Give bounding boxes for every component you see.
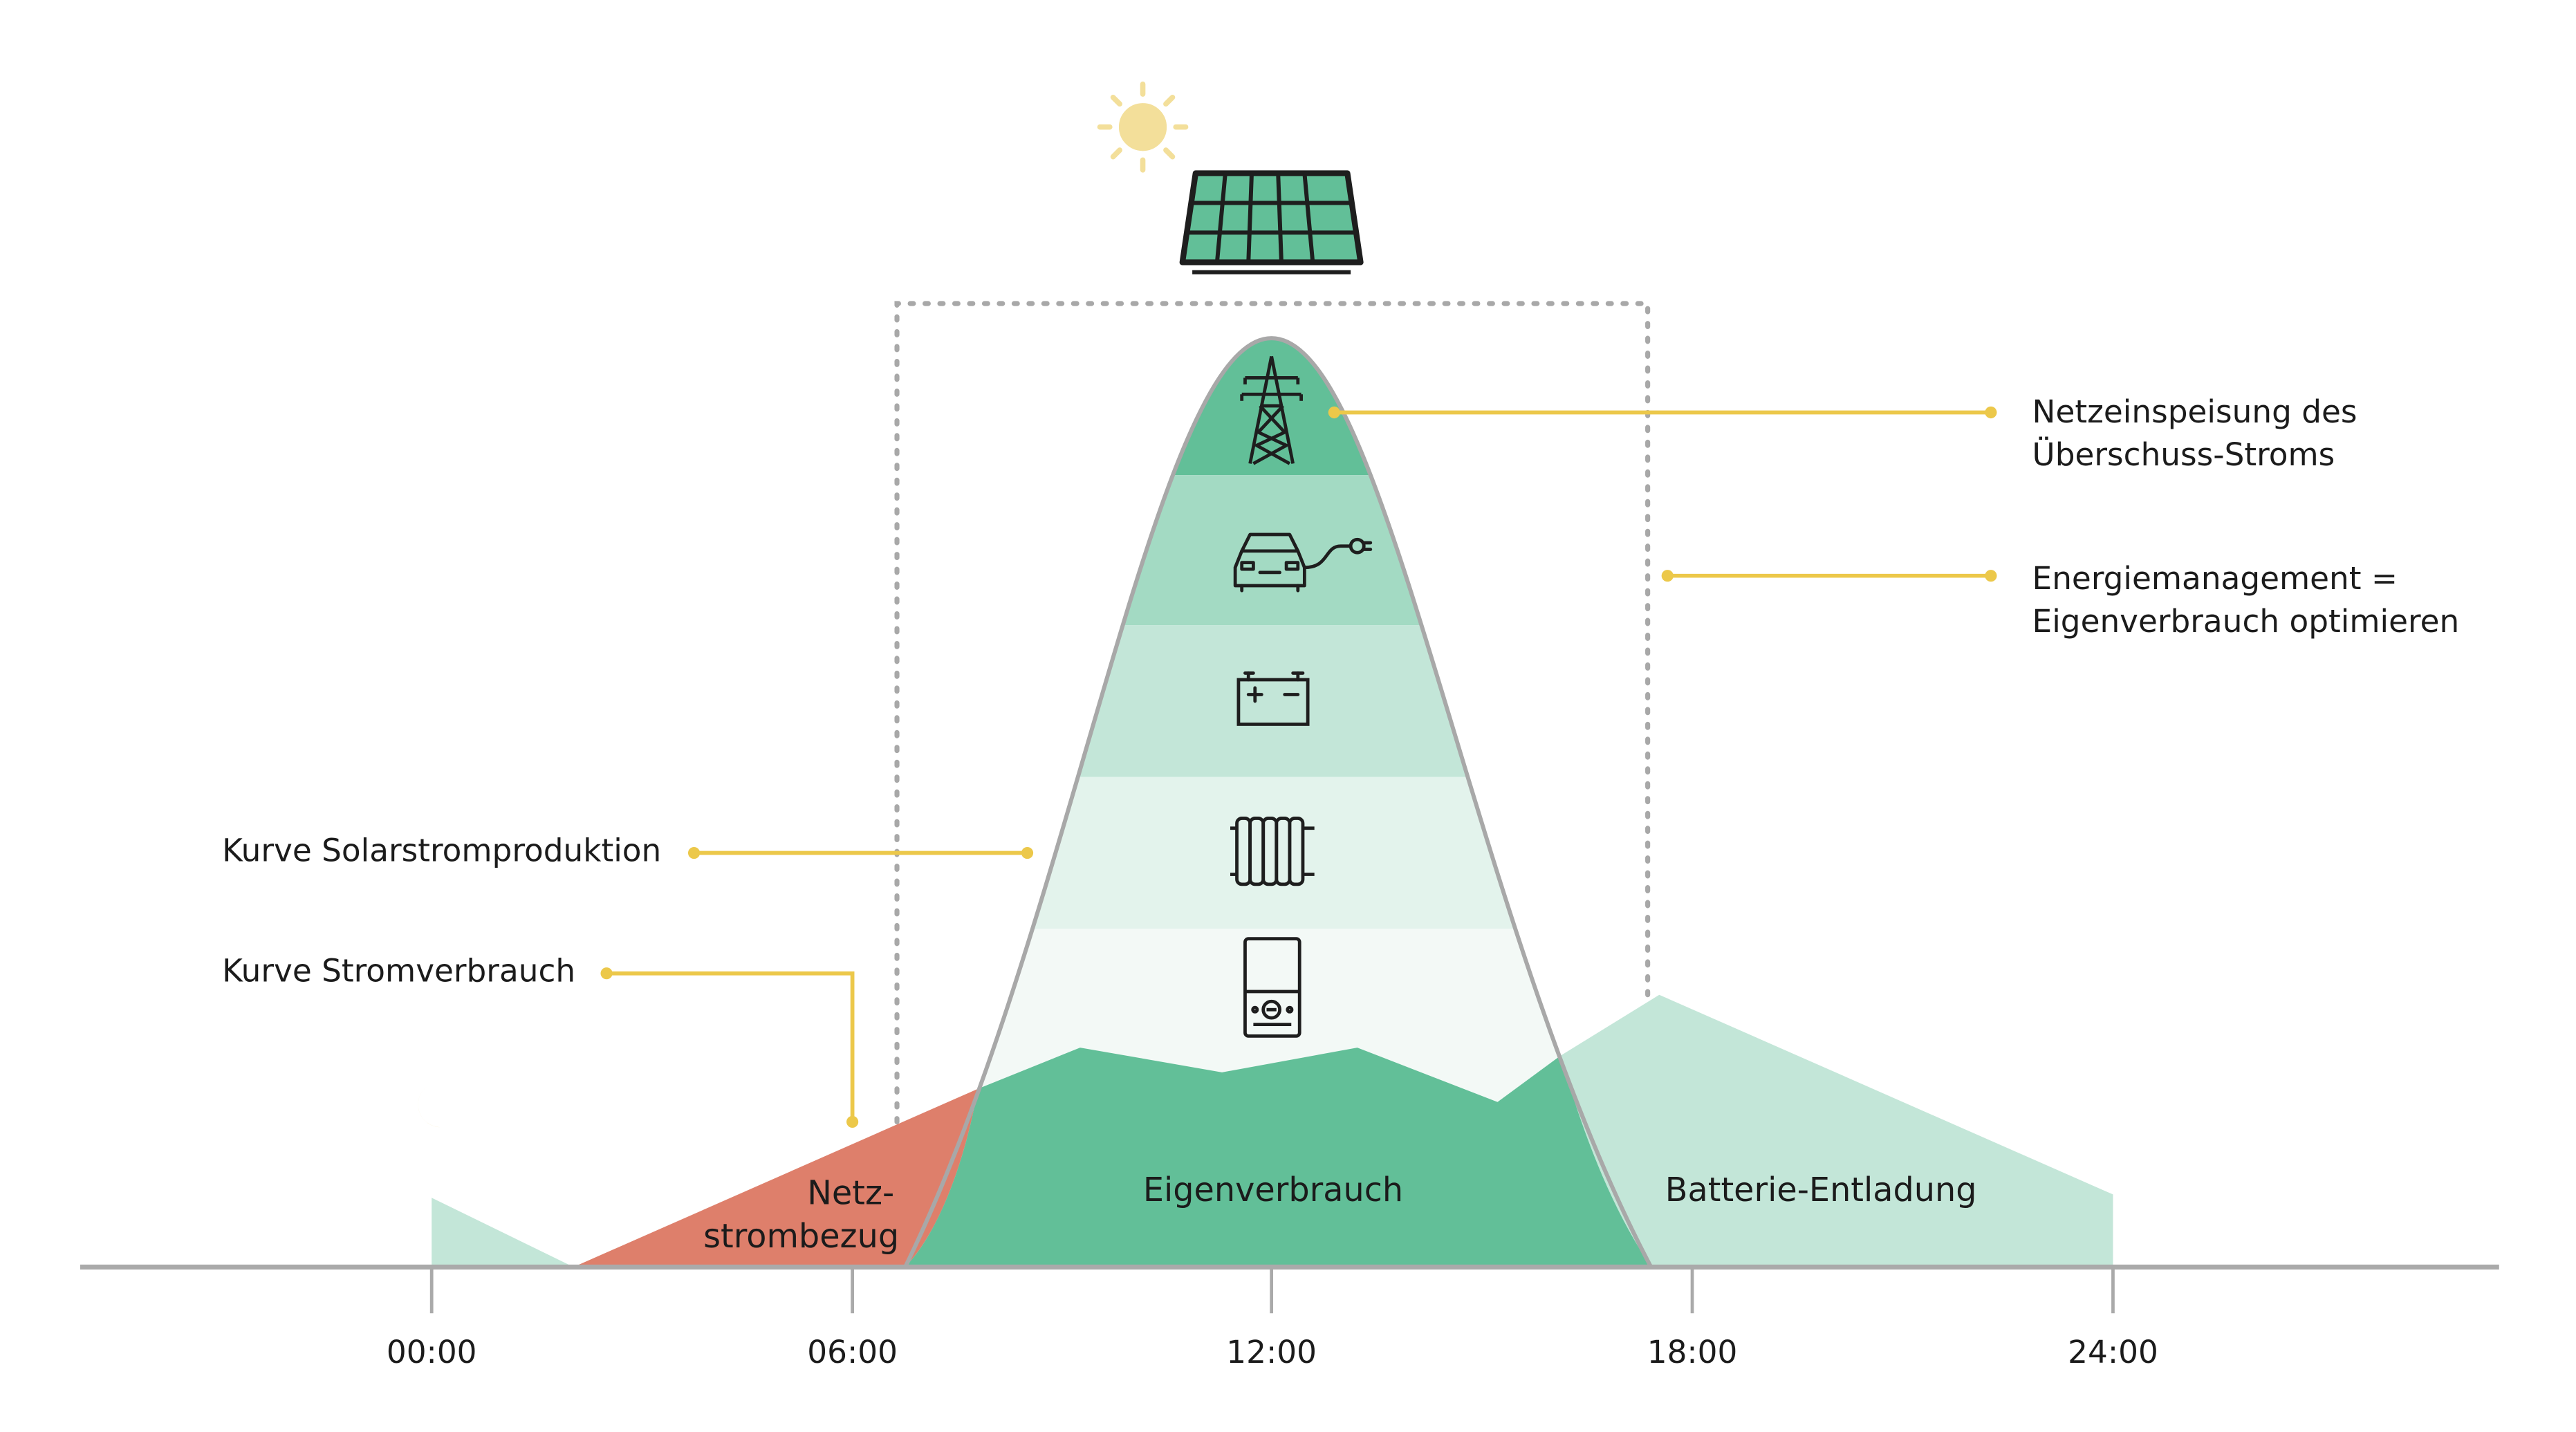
callout-energy-management: Energiemanagement = Eigenverbrauch optim… [1661, 560, 2460, 640]
water-heater-icon [1243, 937, 1301, 1038]
moon-icon [2096, 1085, 2131, 1128]
self-consumption-label: Eigenverbrauch [1143, 1171, 1403, 1209]
consumption-curve-label: Kurve Stromverbrauch [222, 953, 575, 989]
battery-charging-band [905, 625, 1651, 777]
tick-marks [429, 1267, 2115, 1314]
energy-management-label: Eigenverbrauch optimieren [2032, 603, 2460, 640]
tick-label: 00:00 [387, 1334, 477, 1370]
grid-import-area [573, 1088, 978, 1267]
grid-import-label: Netz- [807, 1175, 894, 1213]
solar-panel-icon [1179, 170, 1364, 275]
solar-curve-label: Kurve Solarstromproduktion [222, 832, 661, 868]
electric-car-icon [1233, 532, 1373, 593]
self-consumption-area [905, 1048, 1651, 1267]
moon-icon [418, 1085, 454, 1128]
callout-consumption-curve: Kurve Stromverbrauch [222, 953, 859, 1128]
callout-feed-in: Netzeinspeisung des Überschuss-Stroms [1328, 393, 2357, 473]
feed-in-label: Überschuss-Stroms [2032, 436, 2335, 473]
callout-solar-curve: Kurve Solarstromproduktion [222, 832, 1034, 868]
grid-import-label: strombezug [703, 1218, 899, 1256]
battery-discharge-label: Batterie-Entladung [1665, 1171, 1977, 1209]
battery-discharge-area-right [1560, 994, 2113, 1267]
power-pylon-icon [1240, 355, 1303, 465]
battery-discharge-area-left [432, 1198, 574, 1267]
sun-icon [1097, 81, 1189, 173]
feed-in-label: Netzeinspeisung des [2032, 393, 2357, 430]
tick-label: 06:00 [807, 1334, 898, 1370]
battery-icon [1236, 671, 1310, 726]
radiator-icon [1230, 817, 1315, 886]
tick-label: 24:00 [2068, 1334, 2158, 1370]
solar-production-curve [903, 336, 1653, 1268]
energy-management-box [894, 301, 1651, 1125]
energy-management-label: Energiemanagement = [2032, 560, 2398, 597]
tick-label: 12:00 [1226, 1334, 1317, 1370]
tick-label: 18:00 [1647, 1334, 1738, 1370]
tick-labels: 00:00 06:00 12:00 18:00 24:00 [387, 1334, 2158, 1370]
